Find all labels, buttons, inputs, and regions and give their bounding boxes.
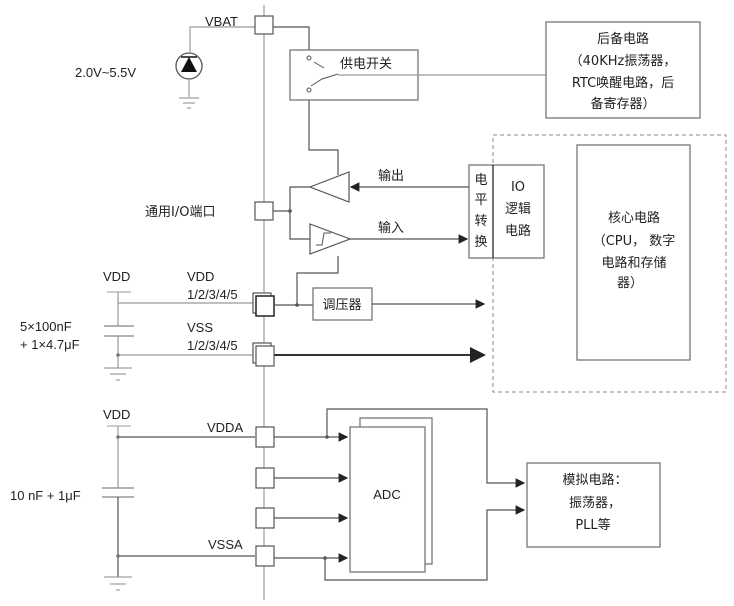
diagram-label: 备寄存器）	[590, 96, 655, 112]
diagram-label: 平	[474, 193, 487, 208]
vss-pins	[255, 345, 275, 367]
io-port-label: 通用I/O端口	[145, 205, 215, 220]
output-label: 输出	[378, 168, 404, 184]
diagram-label: VSSA	[208, 537, 243, 552]
analog-circuit-block	[526, 462, 661, 548]
ground-icon	[104, 367, 132, 381]
diagram-label: （40KHz振荡器，	[570, 54, 677, 69]
io-port-section: 通用I/O端口 输出 输入	[145, 168, 469, 255]
diagram-label: VDD	[103, 407, 130, 422]
diagram-label: VDD	[103, 269, 130, 284]
ground-icon	[104, 576, 132, 591]
diagram-label: 1/2/3/4/5	[187, 338, 238, 353]
level-shifter-io-logic-block: 电 平 转 换 IO 逻辑 电路	[468, 164, 545, 259]
analog-supply-section: VDD 10 nF + 1μF VDDA VSSA ADC 模拟电路：	[10, 407, 661, 591]
diagram-label: 振荡器，	[569, 496, 621, 511]
power-switch-block: 供电开关	[289, 49, 546, 101]
diagram-label: 电路	[505, 223, 531, 239]
vbat-label: VBAT	[205, 14, 238, 29]
diagram-label: 核心电路	[608, 210, 660, 226]
diagram-label: VDDA	[207, 420, 243, 435]
output-buffer-icon	[308, 171, 350, 203]
schmitt-input-buffer-icon	[309, 223, 352, 255]
diagram-label: 1/2/3/4/5	[187, 287, 238, 302]
diagram-label: 换	[474, 235, 487, 250]
diagram-label: 器）	[617, 276, 643, 291]
analog-pin	[255, 467, 275, 489]
diagram-label: VSS	[187, 320, 213, 335]
adc-label: ADC	[373, 487, 400, 502]
core-circuit-block: 核心电路 （CPU， 数字 电路和存储 器）	[576, 144, 691, 361]
diagram-label: 10 nF + 1μF	[10, 488, 81, 503]
input-label: 输入	[378, 220, 404, 236]
diagram-label: IO	[511, 180, 525, 195]
adc-block	[349, 426, 426, 573]
vssa-pin	[255, 545, 275, 567]
vbat-pin	[254, 15, 274, 35]
vdd-pins	[255, 295, 275, 317]
diagram-label: 转	[474, 214, 487, 229]
switch-icon	[310, 61, 339, 87]
vbat-section: VBAT 2.0V~5.5V	[75, 14, 339, 175]
diagram-label: 模拟电路：	[562, 472, 627, 488]
diagram-label: 后备电路	[597, 31, 649, 47]
battery-range-label: 2.0V~5.5V	[75, 65, 136, 80]
diagram-label: 电	[474, 173, 487, 188]
diagram-label: 5×100nF	[20, 319, 72, 334]
diagram-label: VDD	[187, 269, 214, 284]
diagram-label: PLL等	[575, 517, 610, 533]
io-pin	[254, 201, 274, 221]
power-switch-label: 供电开关	[340, 57, 392, 72]
vdda-pin	[255, 426, 275, 448]
analog-pin	[255, 507, 275, 529]
diagram-label: 逻辑	[505, 202, 531, 217]
diagram-label: （CPU， 数字	[593, 234, 676, 249]
diagram-label: RTC唤醒电路，后	[572, 75, 674, 91]
diagram-label: + 1×4.7μF	[20, 337, 80, 352]
regulator-label: 调压器	[322, 298, 361, 313]
ground-icon	[179, 97, 199, 109]
backup-circuit-block: 后备电路 （40KHz振荡器， RTC唤醒电路，后 备寄存器）	[545, 21, 701, 119]
diagram-label: 电路和存储	[601, 255, 666, 271]
vdd-vss-section: VDD 5×100nF + 1×4.7μF VDD 1/2/3/4/5 VSS …	[20, 256, 486, 381]
